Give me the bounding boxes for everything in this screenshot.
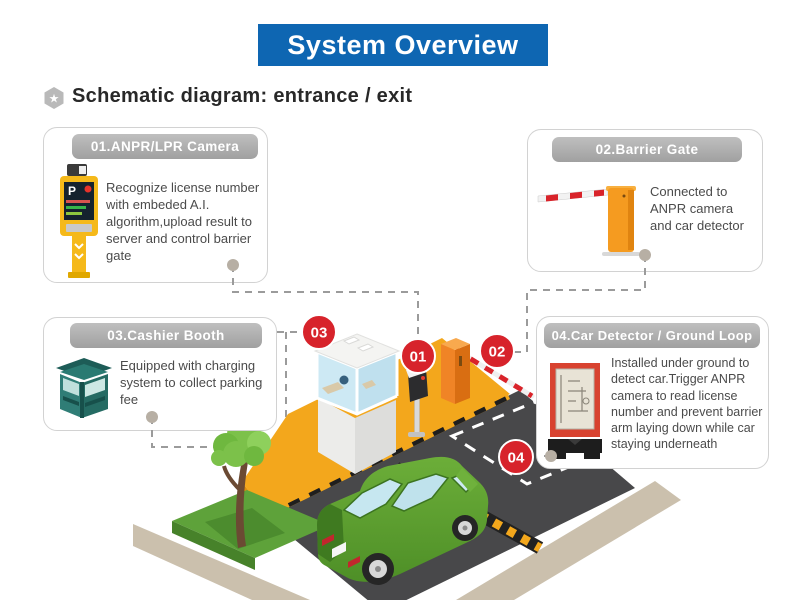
callout-card-barrier-gate: 02.Barrier Gate Connected to ANPR camera… <box>527 129 763 272</box>
badge-02-label: 02 <box>489 344 506 361</box>
star-badge-icon: ★ <box>44 87 64 109</box>
rear-window <box>342 478 404 519</box>
tree <box>211 417 271 548</box>
windshield <box>450 473 476 494</box>
callout-card-cashier-booth: 03.Cashier Booth Equipped with charging … <box>43 317 277 431</box>
taillight-right <box>348 556 360 568</box>
curb-strip-left <box>133 524 310 600</box>
side-window <box>390 473 450 512</box>
taillight-left <box>322 534 334 546</box>
callout-title-bar: 03.Cashier Booth <box>70 323 262 348</box>
badge-01-label: 01 <box>410 349 427 366</box>
number-badges: 01 02 03 04 <box>301 314 534 475</box>
callout-title-bar: 01.ANPR/LPR Camera <box>72 134 258 159</box>
page-title: System Overview <box>287 29 519 60</box>
section-heading: Schematic diagram: entrance / exit <box>72 85 413 107</box>
front-wheel <box>452 515 478 541</box>
title-banner: System Overview <box>258 24 548 66</box>
callout-title: 03.Cashier Booth <box>107 328 225 343</box>
cashier-booth-illustration <box>56 358 112 418</box>
car-detector-illustration <box>548 363 602 459</box>
platform <box>242 338 510 514</box>
callout-title-bar: 02.Barrier Gate <box>552 137 742 162</box>
badge-03-label: 03 <box>311 325 328 342</box>
road-dash <box>399 426 421 440</box>
tree-shadow <box>205 508 285 549</box>
connector-badge3 <box>277 331 303 447</box>
platform-edge <box>242 482 266 528</box>
callout-title: 02.Barrier Gate <box>595 142 699 157</box>
grass <box>172 490 330 558</box>
barrier-arm <box>454 347 534 399</box>
anpr-camera-pole <box>406 364 428 437</box>
anpr-camera-illustration: P <box>60 164 98 278</box>
callout-title-bar: 04.Car Detector / Ground Loop <box>544 323 760 348</box>
badge-04-label: 04 <box>508 450 525 467</box>
speed-bump <box>392 462 544 554</box>
callout-card-anpr-camera: 01.ANPR/LPR Camera Recognize license num… <box>43 127 268 283</box>
cashier-booth <box>313 333 401 416</box>
grass-edge <box>172 521 255 570</box>
booth-roof <box>313 333 401 369</box>
hazard-strip <box>265 390 510 518</box>
callout-body: Installed under ground to detect car.Tri… <box>611 356 763 452</box>
callout-card-car-detector: 04.Car Detector / Ground Loop Installed … <box>536 316 769 469</box>
callout-body: Equipped with charging system to collect… <box>120 358 263 407</box>
curb-strip-right <box>456 481 681 600</box>
license-plate <box>332 542 346 558</box>
badge-02 <box>479 333 515 369</box>
car <box>317 456 489 585</box>
callout-body: Connected to ANPR camera and car detecto… <box>650 184 744 233</box>
badge-01 <box>400 338 436 374</box>
callout-body: Recognize license number with embeded A.… <box>106 180 260 263</box>
booth-pedestal <box>318 398 396 474</box>
rear-wheel <box>362 553 394 585</box>
callout-title: 04.Car Detector / Ground Loop <box>551 328 753 343</box>
barrier-gate <box>441 338 535 404</box>
camera-p-sign: P <box>68 184 76 198</box>
svg-text:★: ★ <box>49 91 60 105</box>
callout-title: 01.ANPR/LPR Camera <box>90 139 240 154</box>
badge-04 <box>498 439 534 475</box>
badge-03 <box>301 314 337 350</box>
barrier-gate-illustration <box>537 186 640 256</box>
